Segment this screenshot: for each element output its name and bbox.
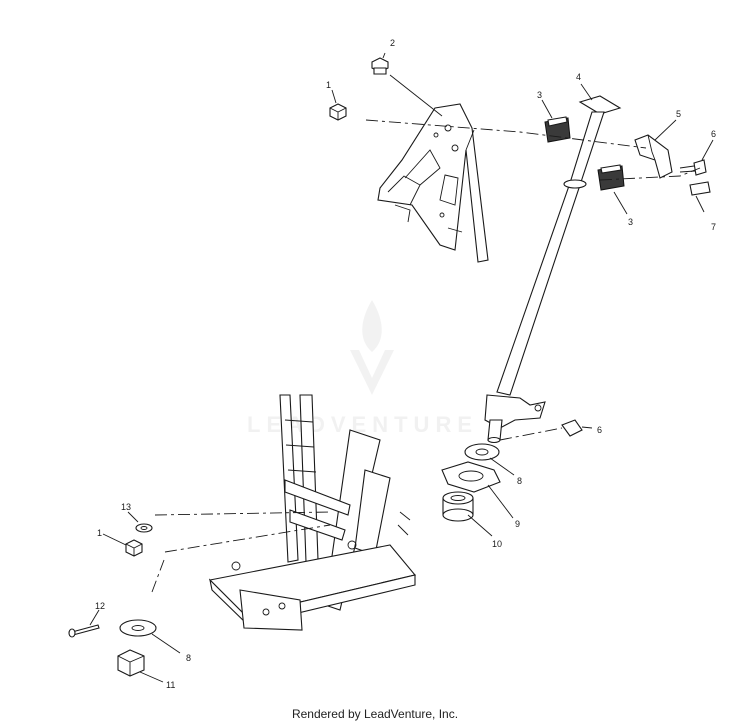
render-credit: Rendered by LeadVenture, Inc.	[291, 707, 459, 721]
carriage-bolt-upper	[679, 159, 707, 176]
steering-clamp	[634, 134, 673, 179]
callout-13: 13	[121, 502, 131, 512]
castle-nut	[117, 649, 145, 677]
hex-bolt	[689, 181, 711, 196]
callout-6-upper: 6	[711, 129, 716, 139]
callout-11: 11	[166, 680, 175, 690]
callout-12: 12	[95, 601, 105, 611]
callout-3-lower: 3	[628, 217, 633, 227]
callout-9: 9	[515, 519, 520, 529]
vehicle-frame	[208, 394, 416, 631]
dash-mount-bracket	[377, 103, 489, 263]
callout-2: 2	[390, 38, 395, 48]
callout-labels: 1 2 3 4 5 6 7 3 6 8 9 10 13 1 12 8 11	[95, 38, 716, 690]
flange-bolt	[371, 57, 389, 75]
bearing-flange	[441, 461, 501, 493]
callout-1-upper: 1	[326, 80, 331, 90]
steering-post	[484, 95, 622, 444]
callout-8-upper: 8	[517, 476, 522, 486]
bushing-lower	[597, 164, 625, 191]
callout-10: 10	[492, 539, 502, 549]
callout-8-lower: 8	[186, 653, 191, 663]
washer-small	[135, 523, 153, 533]
callout-5: 5	[676, 109, 681, 119]
callout-1-lower: 1	[97, 528, 102, 538]
cotter-pin	[68, 624, 100, 638]
lock-nut-upper	[329, 103, 347, 121]
callout-7: 7	[711, 222, 716, 232]
callout-3-upper: 3	[537, 90, 542, 100]
lock-nut-lower	[125, 539, 143, 557]
washer-upper	[464, 443, 500, 461]
carriage-bolt-lower	[561, 419, 583, 437]
leader-lines	[89, 52, 714, 683]
callout-4: 4	[576, 72, 581, 82]
alignment-dashed-lines	[151, 119, 701, 593]
bearing	[442, 491, 474, 522]
callout-6-lower: 6	[597, 425, 602, 435]
washer-lower	[119, 619, 157, 637]
